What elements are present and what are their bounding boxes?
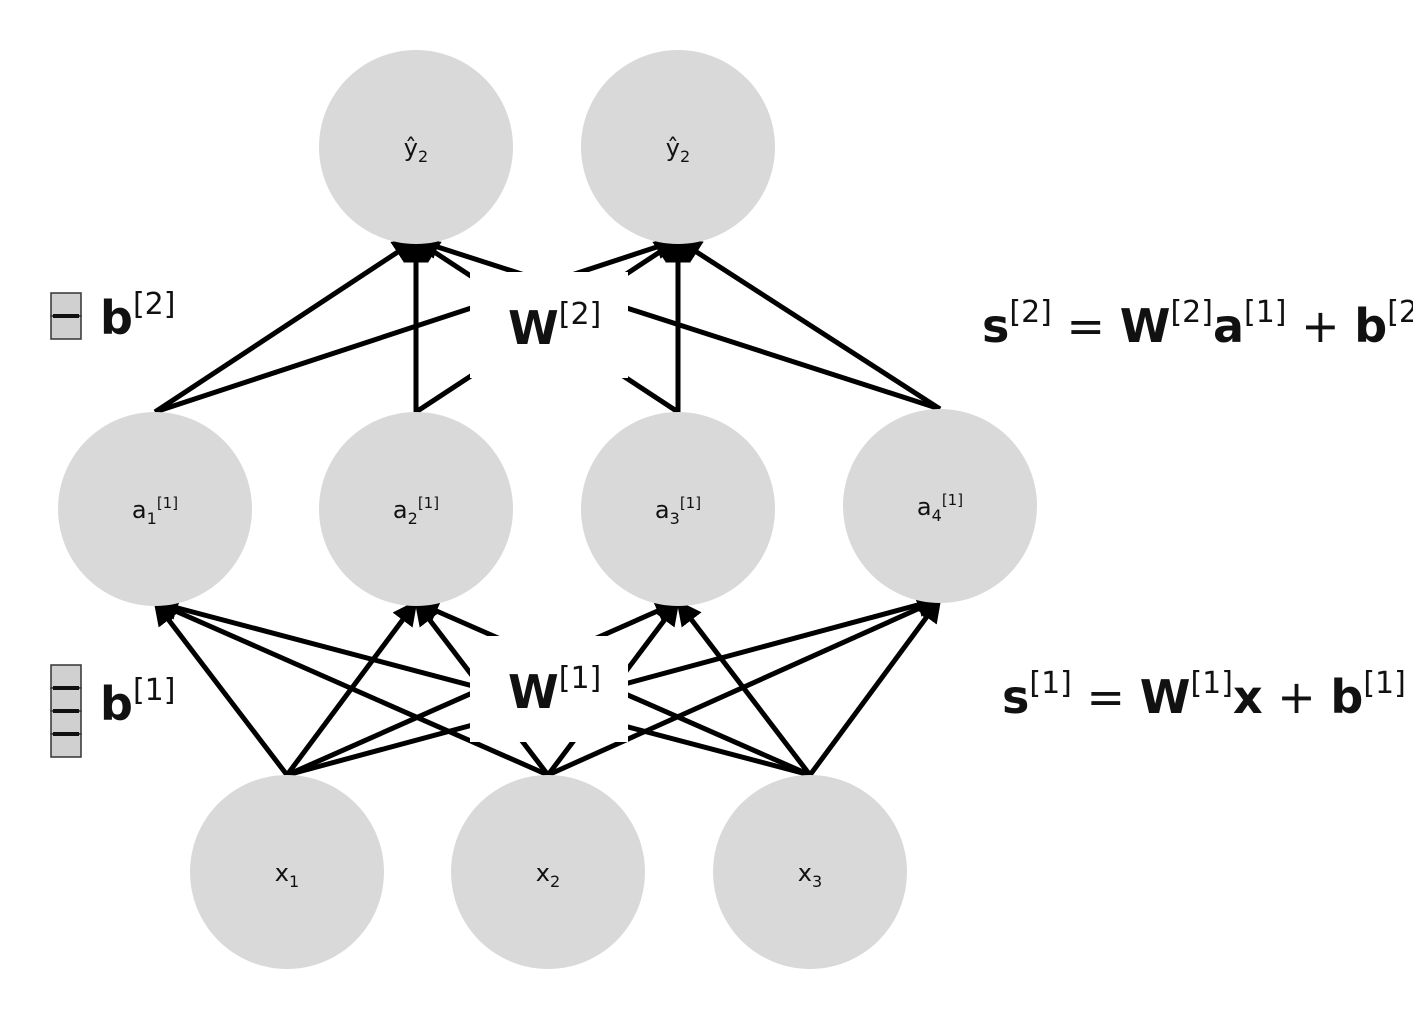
output-node-1: ŷ2 (319, 50, 513, 244)
input-node-label: x2 (536, 859, 560, 891)
weight-label-background (470, 272, 628, 378)
hidden-node-label: a2[1] (393, 494, 439, 528)
input-hidden-edge-3-to-3 (676, 600, 812, 777)
bias-cell (50, 710, 82, 735)
bias-label-b2: b[2] (100, 287, 175, 345)
hidden-node-circle (843, 409, 1037, 603)
hidden-node-label: a4[1] (917, 491, 963, 525)
hidden-node-circle (581, 412, 775, 606)
output-node-circle (581, 50, 775, 244)
hidden-node-label: a3[1] (655, 494, 701, 528)
weight-label-w2: W[2] (508, 297, 601, 355)
input-hidden-edge-1-to-1 (153, 600, 289, 777)
input-node-circle (190, 775, 384, 969)
output-node-label: ŷ2 (666, 134, 690, 166)
weight-matrix-w1: W[1] (470, 636, 628, 742)
weight-label-background (470, 636, 628, 742)
hidden-node-2: a2[1] (319, 412, 513, 606)
bias-vector-b1-icon (50, 664, 82, 758)
input-node-3: x3 (713, 775, 907, 969)
weight-label-w1: W[1] (508, 661, 601, 719)
network-nodes: ŷ2 ŷ2 a1[1] a2[1] a3[1] a4[1] x1 x2 x3 (58, 50, 1037, 969)
bias-vector-b2: b[2] (50, 287, 175, 345)
output-node-label: ŷ2 (404, 134, 428, 166)
bias-cell (50, 315, 82, 340)
output-node-circle (319, 50, 513, 244)
bias-vector-b1: b[1] (50, 664, 175, 758)
bias-cell (50, 733, 82, 758)
bias-label-b1: b[1] (100, 673, 175, 731)
input-node-2: x2 (451, 775, 645, 969)
input-node-1: x1 (190, 775, 384, 969)
input-node-label: x3 (798, 859, 822, 891)
hidden-node-circle (319, 412, 513, 606)
weight-matrix-w2: W[2] (470, 272, 628, 378)
input-node-label: x1 (275, 859, 299, 891)
hidden-node-3: a3[1] (581, 412, 775, 606)
hidden-output-edge-4-to-1 (413, 235, 941, 412)
bias-vector-b2-icon (50, 292, 82, 340)
hidden-output-edge-1-to-1 (153, 237, 419, 415)
equation-output-layer: s[2] = W[2]a[1] + b[2] (982, 295, 1413, 353)
input-node-circle (451, 775, 645, 969)
bias-cell (50, 664, 82, 689)
output-node-2: ŷ2 (581, 50, 775, 244)
bias-cell (50, 292, 82, 317)
hidden-output-edge-4-to-2 (675, 237, 942, 412)
input-hidden-edge-2-to-1 (152, 599, 550, 778)
hidden-node-label: a1[1] (132, 494, 178, 528)
input-node-circle (713, 775, 907, 969)
hidden-node-4: a4[1] (843, 409, 1037, 603)
hidden-node-1: a1[1] (58, 412, 252, 606)
hidden-node-circle (58, 412, 252, 606)
equation-hidden-layer: s[1] = W[1]x + b[1] (1002, 666, 1406, 724)
bias-cell (50, 687, 82, 712)
input-hidden-edge-3-to-4 (807, 596, 943, 777)
